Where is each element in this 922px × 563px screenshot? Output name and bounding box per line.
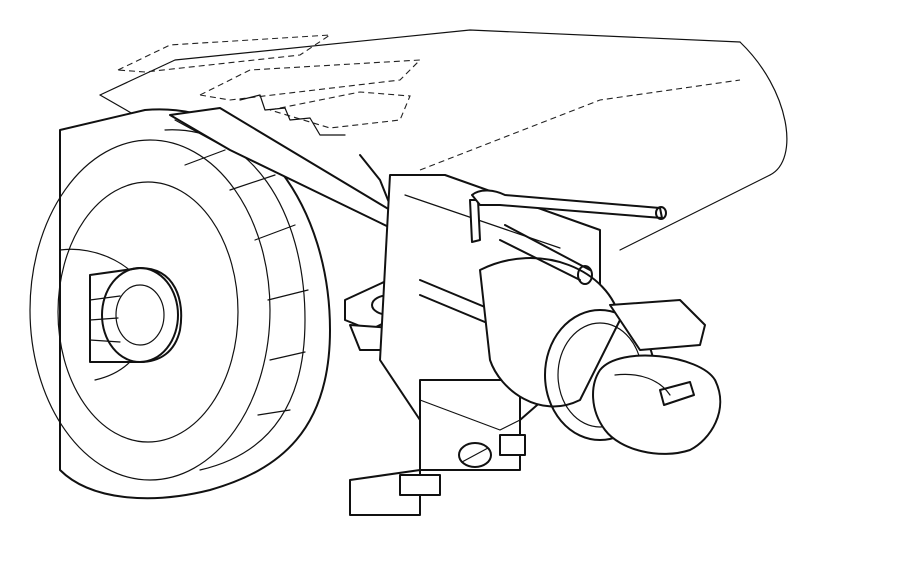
dashed-panel-center (198, 59, 422, 101)
right-rod (499, 224, 593, 285)
shaft (89, 267, 183, 363)
dashed-panel-lower (269, 91, 411, 129)
background-housing (99, 29, 788, 251)
wheel-hub (29, 108, 331, 500)
hex-wrench (469, 189, 667, 243)
key (592, 354, 722, 455)
dashed-seam (419, 79, 741, 171)
dashed-panel-left (115, 34, 333, 73)
